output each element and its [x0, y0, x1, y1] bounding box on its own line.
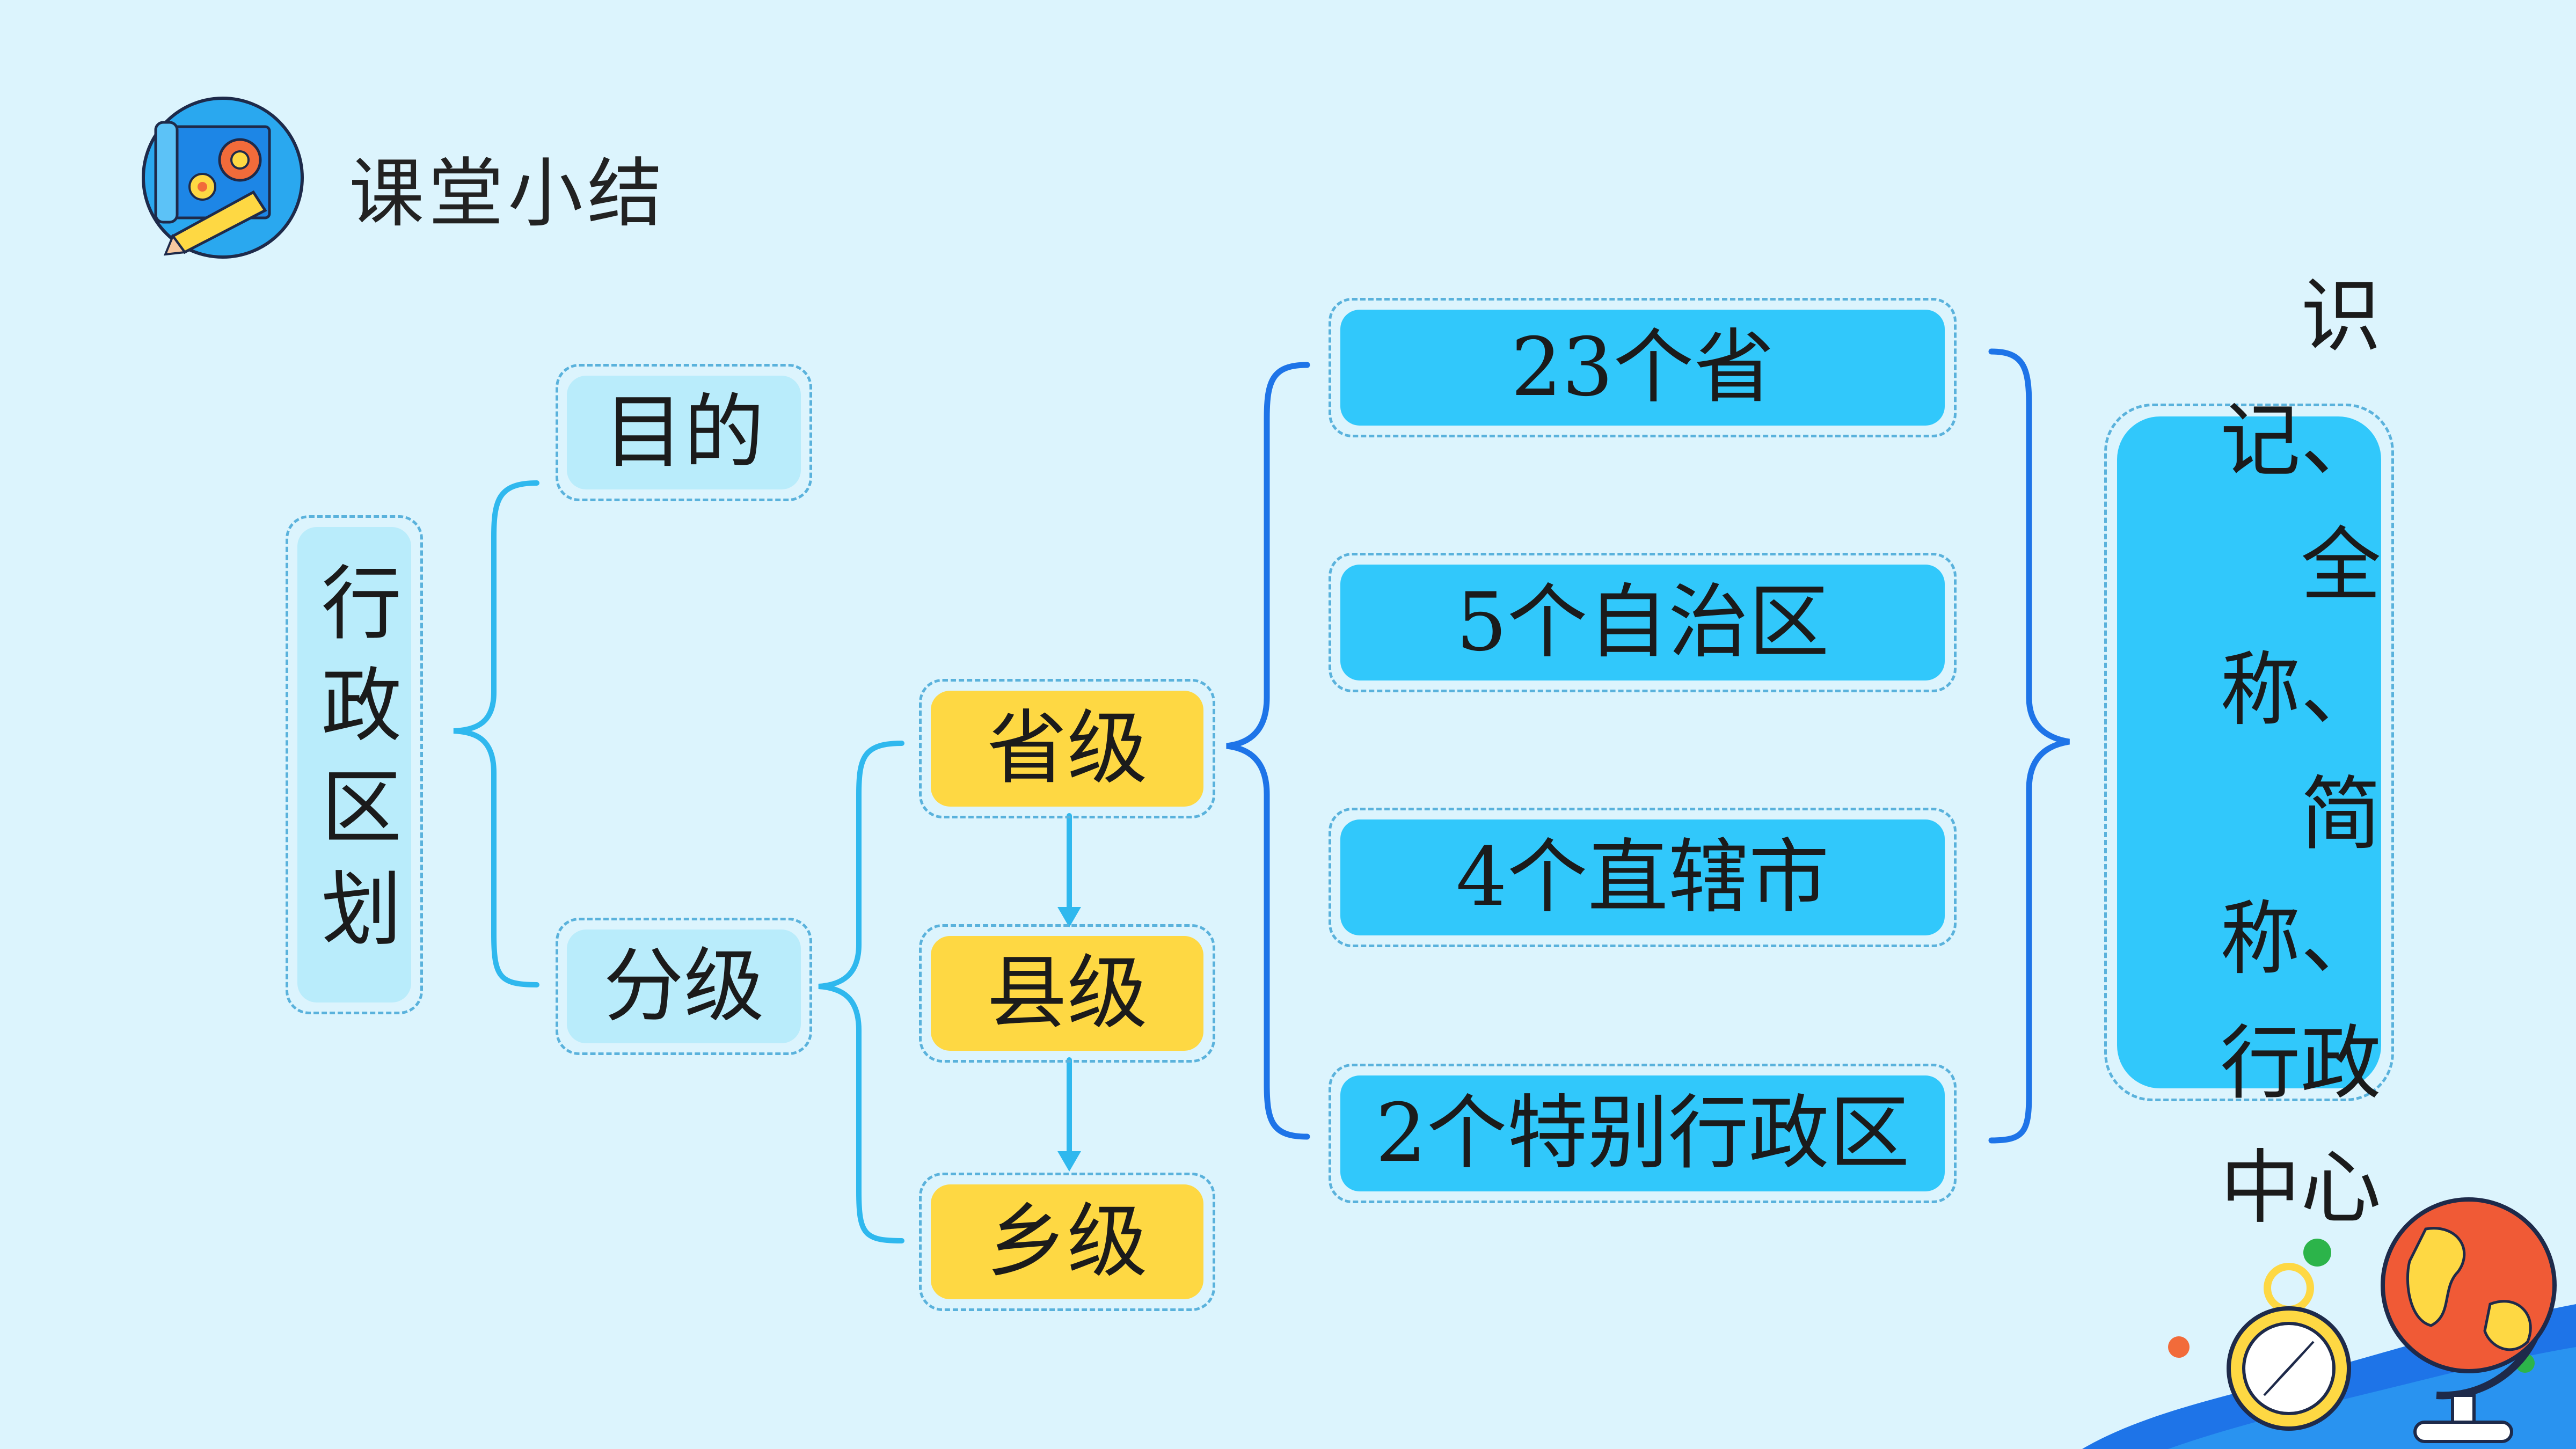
compass-icon	[2227, 1263, 2351, 1431]
summary-text: 识记、 全称、 简称、 行政 中心	[2220, 270, 2381, 1235]
level-node-county: 县级	[931, 936, 1203, 1051]
summary-node: 识记、 全称、 简称、 行政 中心	[2117, 270, 2381, 1235]
levels-node: 分级	[567, 930, 801, 1043]
globe-icon	[2381, 1197, 2557, 1443]
levels-frame	[556, 918, 812, 1055]
purpose-frame	[556, 364, 812, 501]
division-frame-2	[1329, 553, 1957, 692]
root-node: 行政区划	[297, 527, 411, 1002]
purpose-node: 目的	[567, 376, 801, 489]
page-title: 课堂小结	[349, 150, 667, 238]
dot-orange	[2168, 1336, 2190, 1358]
level-frame-province	[919, 679, 1215, 818]
division-frame-3	[1329, 808, 1957, 947]
division-node-provinces: 23个省	[1340, 310, 1945, 426]
summary-frame	[2104, 404, 2394, 1101]
level-node-province: 省级	[931, 691, 1203, 807]
level-frame-county	[919, 924, 1215, 1063]
root-frame	[286, 515, 423, 1014]
level-frame-township	[919, 1173, 1215, 1311]
division-node-municipalities: 4个直辖市	[1340, 819, 1945, 935]
decoration-corner	[2082, 1197, 2576, 1449]
division-frame-4	[1329, 1064, 1957, 1203]
blueprint-gear-pencil-icon	[142, 97, 304, 259]
division-node-sars: 2个特别行政区	[1340, 1075, 1945, 1191]
level-node-township: 乡级	[931, 1184, 1203, 1299]
division-frame-1	[1329, 298, 1957, 437]
division-node-autonomous-regions: 5个自治区	[1340, 565, 1945, 680]
header-icon	[141, 96, 305, 260]
dot-green	[2303, 1239, 2331, 1267]
